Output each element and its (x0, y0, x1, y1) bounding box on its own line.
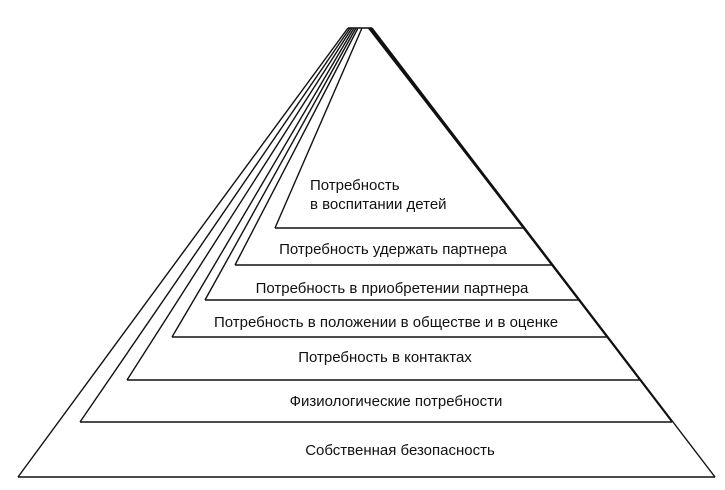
layer-left-edge (17, 27, 349, 478)
level-label-line: Потребность (310, 177, 400, 194)
level-label-raising-children: Потребность в воспитании детей (310, 176, 447, 214)
level-label-line: в воспитании детей (310, 196, 447, 213)
layer-left-edge (126, 27, 353, 381)
level-label-contacts: Потребность в контактах (298, 349, 472, 366)
level-label-acquire-partner: Потребность в приобретении партнера (255, 280, 529, 297)
layer-left-edge (234, 27, 359, 266)
layer-right-edge (367, 27, 525, 229)
level-label-safety: Собственная безопасность (305, 442, 495, 459)
layer-left-edge (79, 27, 351, 423)
level-label-status: Потребность в положении в обществе и в о… (213, 314, 559, 331)
level-label-retain-partner: Потребность удержать партнера (279, 241, 507, 258)
layer-left-edge (204, 27, 357, 301)
layer-left-edge (171, 27, 355, 338)
layer-left-edge (274, 27, 363, 229)
level-label-physiological: Физиологические потребности (289, 393, 503, 410)
